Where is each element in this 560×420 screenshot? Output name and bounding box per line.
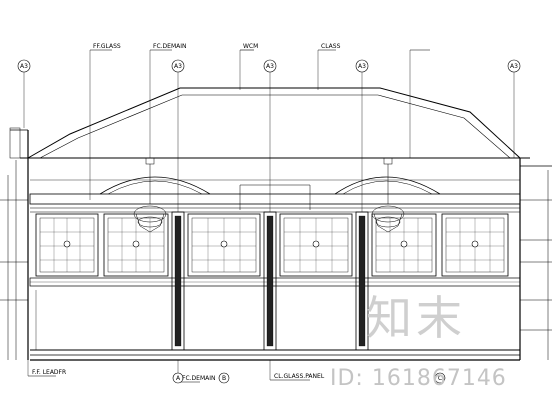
- bottom-marker-3: C: [438, 375, 442, 382]
- bottom-marker-1: A: [176, 375, 181, 382]
- axis-marker-5: A3: [510, 63, 518, 70]
- bottom-label-3: CL.GLASS.PANEL: [274, 373, 325, 380]
- columns: [171, 211, 369, 351]
- axis-marker-1: A3: [20, 63, 28, 70]
- bottom-label-2: FC.DEMAIN: [182, 375, 216, 382]
- bottom-marker-2: B: [222, 375, 226, 382]
- dome-right: [334, 176, 441, 195]
- roof-outline: [27, 87, 521, 159]
- annotation-label-1: FF.GLASS: [93, 43, 121, 50]
- annotation-label-3: WCM: [243, 43, 258, 50]
- axis-marker-2: A3: [174, 63, 182, 70]
- annotation-label-2: FC.DEMAIN: [153, 43, 187, 50]
- roof-inner: [39, 94, 511, 159]
- top-axis-markers: [17, 59, 521, 73]
- bottom-label-1: F.F. LEADFR: [32, 369, 66, 376]
- axis-marker-4: A3: [358, 63, 366, 70]
- dome-left: [99, 176, 211, 195]
- chandelier-left: [133, 157, 167, 233]
- axis-marker-3: A3: [266, 63, 274, 70]
- annotation-label-4: CLASS: [321, 43, 341, 50]
- chandelier-right: [371, 157, 405, 233]
- bottom-axis-markers: [172, 372, 446, 384]
